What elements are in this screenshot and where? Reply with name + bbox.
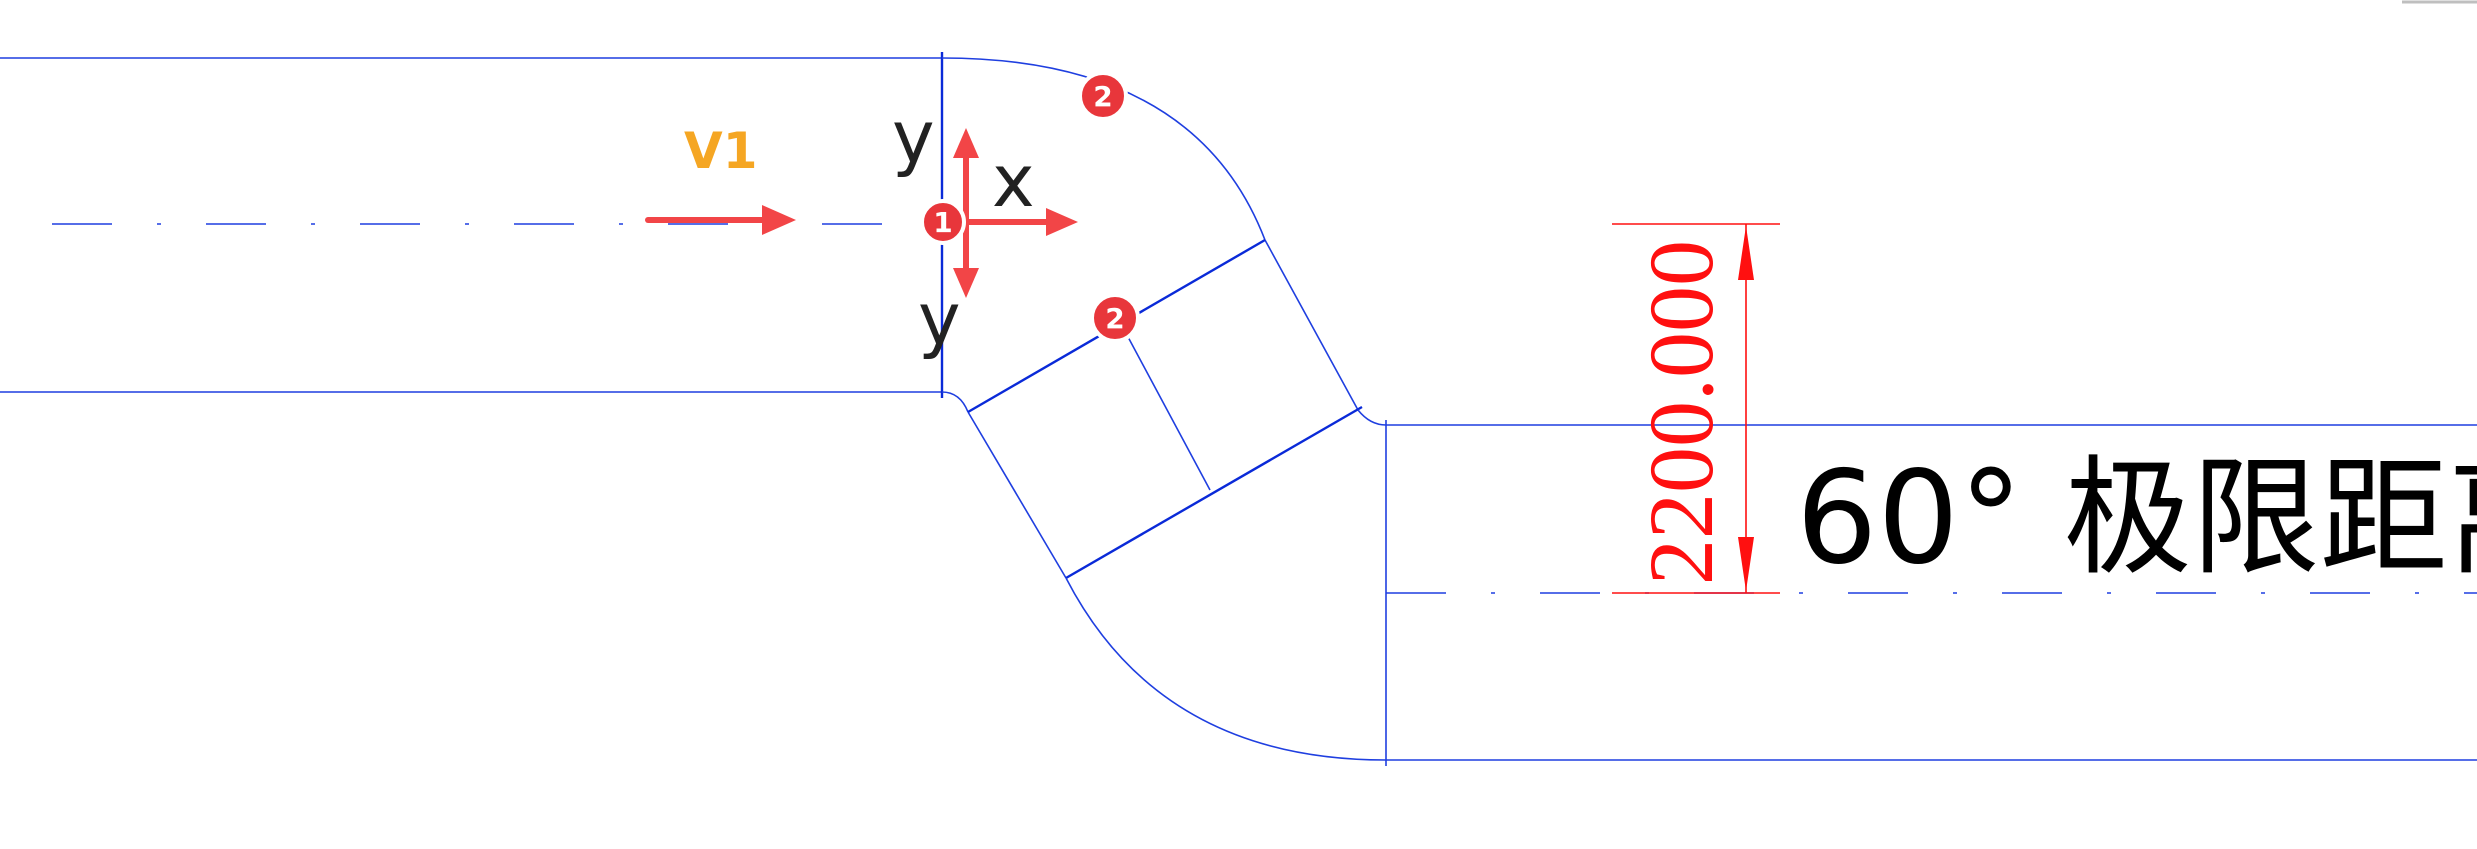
y-axis-lower-label: y: [918, 277, 961, 361]
dimension-arrow-up-icon: [1738, 226, 1754, 280]
marker-mid-section-badge: [1090, 293, 1140, 343]
straight-segment-lower-edge: [967, 411, 1067, 579]
marker-arc-top-number: 2: [1093, 80, 1112, 113]
first-bend-outer-arc: [941, 57, 1266, 241]
dimension-arrow-down-icon: [1738, 537, 1754, 591]
y-axis-down-arrow-icon: [953, 268, 979, 298]
first-bend-inner-arc: [941, 391, 969, 413]
section-inner-line: [1119, 321, 1211, 491]
dimension-value: 2200.000: [1630, 240, 1732, 585]
velocity-arrow-head-icon: [762, 205, 796, 235]
velocity-indicator: V1: [645, 122, 796, 235]
marker-origin-badge: [920, 199, 966, 245]
x-axis-arrow-icon: [1046, 208, 1078, 236]
marker-arc-top: 2: [1078, 71, 1128, 121]
second-bend-inner-arc: [1357, 409, 1387, 426]
lower-straight-duct: [1385, 420, 2477, 766]
marker-origin: 1: [920, 199, 966, 245]
marker-origin-number: 1: [933, 206, 952, 239]
marker-mid-section-number: 2: [1105, 302, 1124, 335]
second-bend-outer-arc: [1065, 577, 1387, 761]
caption-text: 60° 极限距离: [1796, 444, 2477, 593]
dimension-annotation: 2200.000: [1612, 223, 1780, 594]
coordinate-axes: y x y: [892, 95, 1078, 361]
elbow-section: [941, 57, 1387, 761]
upper-straight-duct: [0, 52, 944, 398]
marker-mid-section: 2: [1090, 293, 1140, 343]
marker-arc-top-badge: [1078, 71, 1128, 121]
outlet-bend-section-line: [1065, 405, 1363, 580]
straight-segment-upper-edge: [1264, 239, 1359, 411]
velocity-label: V1: [684, 122, 758, 180]
x-axis-label: x: [992, 139, 1035, 223]
y-axis-upper-label: y: [892, 95, 935, 179]
y-axis-up-arrow-icon: [953, 128, 979, 158]
